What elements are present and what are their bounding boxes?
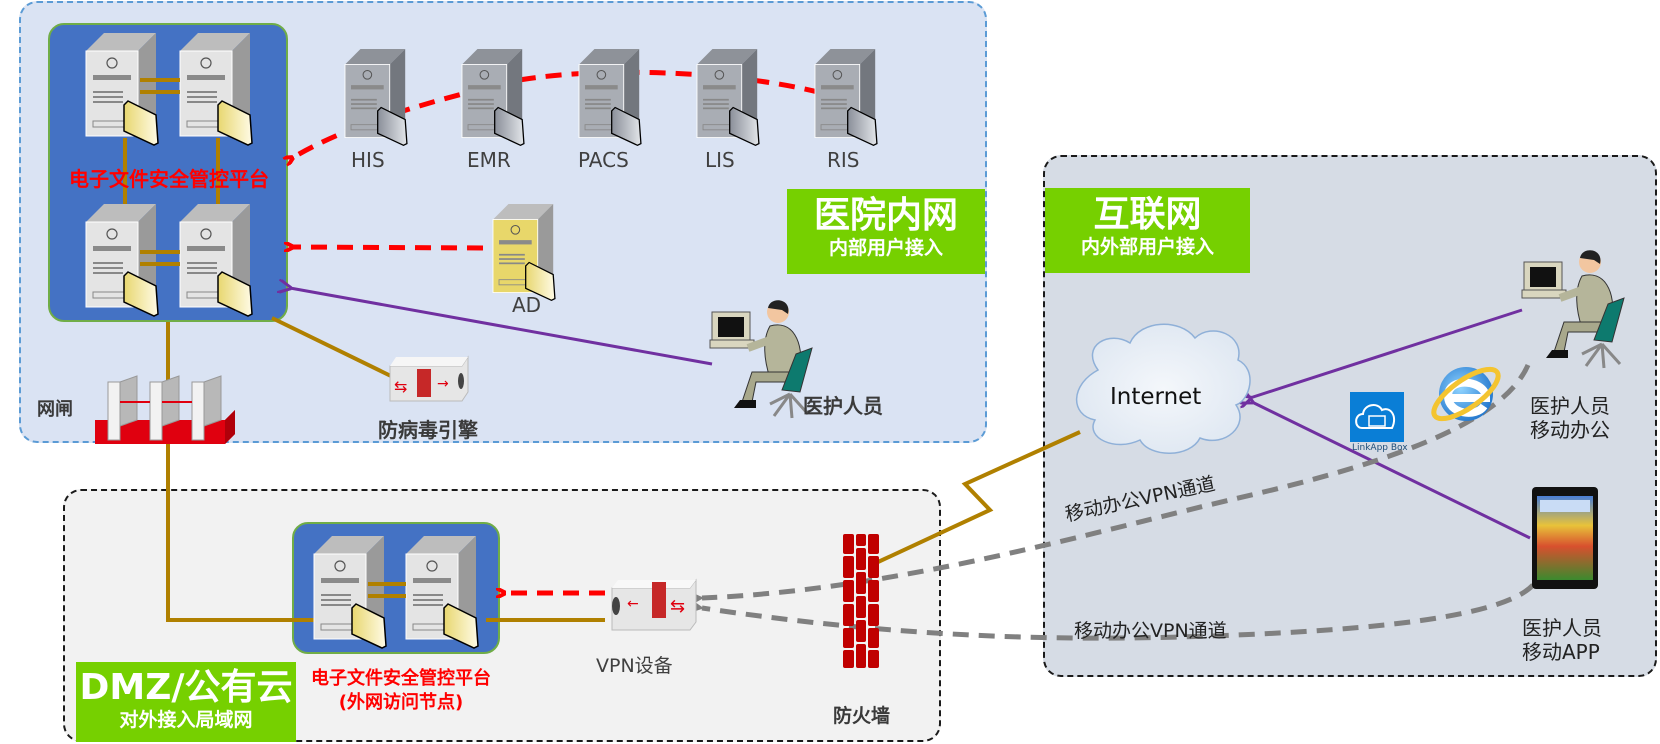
staff-person-icon	[709, 300, 813, 419]
vpn-tunnel-app	[691, 583, 1535, 641]
system-label-ris: RIS	[827, 148, 860, 172]
internet-cloud-icon	[1075, 323, 1251, 454]
access-office-to-internet	[1250, 308, 1523, 398]
intranet-zone-title: 医院内网	[813, 195, 958, 236]
svg-text:→: →	[437, 376, 449, 392]
platform-server-icon[interactable]	[179, 33, 253, 146]
gatekeeper-icon	[95, 375, 235, 444]
firewall-label: 防火墙	[833, 705, 891, 727]
server-link	[123, 138, 127, 204]
dmz-server-icon[interactable]	[405, 536, 479, 649]
mobile-office-label-line2: 移动办公	[1530, 418, 1610, 442]
platform-server-icon[interactable]	[85, 204, 159, 317]
system-label-pacs: PACS	[578, 148, 629, 172]
flow-ad-to-platform	[292, 247, 484, 248]
cable-gatekeeper-dmz	[166, 440, 320, 622]
antivirus-engine-icon: ⇆ →	[389, 355, 469, 402]
dmz-zone-title: DMZ/公有云	[79, 667, 293, 708]
svg-text:⇆: ⇆	[394, 377, 407, 396]
internet-cloud-label: Internet	[1110, 384, 1202, 410]
server-link	[368, 582, 406, 586]
server-link	[368, 594, 406, 598]
system-label-lis: LIS	[705, 148, 735, 172]
mobile-office-person-icon	[1521, 250, 1625, 369]
system-server-icon[interactable]	[344, 49, 408, 147]
vpn-tunnel-label-2: 移动办公VPN通道	[1074, 620, 1227, 642]
staff-label: 医护人员	[803, 394, 883, 418]
cable-firewall-internet	[877, 430, 1081, 564]
internet-zone-title: 互联网	[1093, 194, 1202, 235]
antivirus-label: 防病毒引擎	[378, 418, 478, 442]
ad-server-icon[interactable]	[492, 204, 556, 302]
mobile-office-label-line1: 医护人员	[1530, 394, 1610, 418]
system-server-icon[interactable]	[578, 49, 642, 147]
internet-zone-subtitle: 内外部用户接入	[1080, 236, 1214, 258]
server-link	[216, 138, 220, 204]
firewall-icon	[843, 534, 879, 668]
vpn-label: VPN设备	[596, 655, 673, 677]
server-link	[140, 262, 180, 266]
platform-server-icon[interactable]	[85, 33, 159, 146]
linkapp-label: LinkApp Box	[1352, 443, 1408, 453]
server-link	[140, 250, 180, 254]
server-link	[140, 78, 180, 82]
main-platform-label: 电子文件安全管控平台	[69, 167, 269, 191]
svg-text:←: ←	[627, 596, 639, 612]
system-label-his: HIS	[351, 148, 385, 172]
internet-zone-tag: 互联网 内外部用户接入	[1045, 188, 1250, 273]
dmz-zone-tag: DMZ/公有云 对外接入局域网	[76, 662, 296, 742]
mobile-app-label-line2: 移动APP	[1522, 640, 1600, 664]
system-server-icon[interactable]	[814, 49, 878, 147]
system-label-emr: EMR	[467, 148, 511, 172]
ad-label: AD	[512, 293, 542, 317]
gatekeeper-label: 网闸	[37, 399, 73, 420]
cable-platform-antivirus	[271, 316, 396, 380]
dmz-platform-sublabel: (外网访问节点)	[338, 692, 464, 713]
vpn-device-icon: ← ⇆	[611, 578, 697, 631]
intranet-zone-tag: 医院内网 内部用户接入	[787, 189, 985, 274]
system-server-icon[interactable]	[461, 49, 525, 147]
cables	[166, 316, 1081, 622]
mobile-phone-icon	[1532, 487, 1598, 589]
dmz-server-icon[interactable]	[313, 536, 387, 649]
mobile-app-label-line1: 医护人员	[1522, 616, 1602, 640]
platform-server-icon[interactable]	[179, 204, 253, 317]
access-app-to-internet	[1252, 402, 1531, 540]
svg-text:⇆: ⇆	[670, 596, 685, 617]
intranet-zone-subtitle: 内部用户接入	[828, 237, 943, 259]
system-server-icon[interactable]	[696, 49, 760, 147]
ie-browser-icon	[1431, 366, 1501, 422]
access-staff-to-platform	[290, 288, 713, 366]
dmz-zone-subtitle: 对外接入局域网	[119, 709, 253, 731]
dmz-platform-label: 电子文件安全管控平台	[311, 668, 491, 689]
linkapp-box-icon	[1350, 392, 1404, 442]
server-link	[140, 90, 180, 94]
